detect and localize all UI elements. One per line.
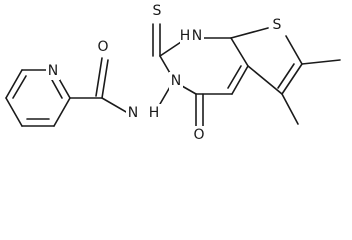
bond <box>53 97 71 127</box>
bond <box>12 75 27 99</box>
atom-labels: S H N S N N H O N O <box>46 2 284 144</box>
atom-label-h: H <box>180 28 191 44</box>
bond <box>181 85 197 95</box>
ring-nh: H N <box>180 27 204 45</box>
bond <box>277 63 295 89</box>
bond <box>101 97 129 114</box>
bond <box>57 76 71 99</box>
hydrazide-nh: N H <box>126 104 162 122</box>
atom-label-s: S <box>273 17 282 33</box>
atom-label-s: S <box>153 3 162 19</box>
bond <box>5 97 23 127</box>
bond <box>227 65 242 89</box>
ring-n3: N <box>169 72 183 90</box>
thione-sulfur: S <box>150 2 164 20</box>
atom-label-n: N <box>48 63 58 79</box>
bond <box>95 57 103 97</box>
atom-label-n: N <box>192 28 202 44</box>
bond <box>5 69 23 99</box>
bond <box>51 79 63 99</box>
bond <box>247 65 283 95</box>
atom-label-n: N <box>171 73 181 89</box>
atom-label-o: O <box>193 127 204 143</box>
ring-oxygen: O <box>192 126 206 144</box>
bond <box>101 59 109 99</box>
atom-label-n: N <box>128 105 138 121</box>
atom-label-o: O <box>97 39 108 55</box>
bond <box>285 35 303 65</box>
bond <box>281 93 299 125</box>
pyridine-nitrogen: N <box>46 62 60 80</box>
bond <box>231 65 249 95</box>
atom-label-h: H <box>149 105 160 121</box>
chemical-structure: S H N S N N H O N O <box>5 2 341 144</box>
bond <box>301 59 341 65</box>
amide-oxygen: O <box>96 38 110 56</box>
bond <box>230 27 269 39</box>
bond <box>159 41 182 57</box>
bond <box>230 37 249 67</box>
bond <box>281 63 303 95</box>
thiophene-sulfur: S <box>270 16 284 34</box>
